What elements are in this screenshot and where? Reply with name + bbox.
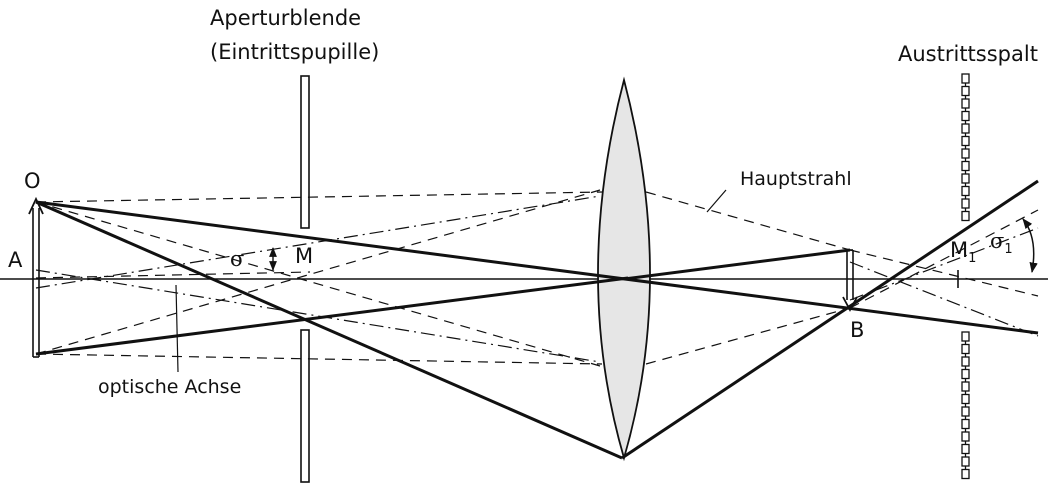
exit-slit-segment — [961, 210, 970, 222]
point-m1-letter: M — [950, 238, 969, 262]
dashed-ray-lens-bottom-to-b — [645, 307, 851, 365]
exit-slit-segment — [961, 456, 970, 467]
exit-slit-segment — [961, 368, 970, 380]
exit-slit-segment — [961, 73, 970, 84]
exit-slit-segment — [961, 443, 970, 455]
exit-slit-segment — [961, 135, 970, 147]
optical-axis-label: optische Achse — [98, 376, 242, 398]
point-m1-subscript: 1 — [968, 251, 977, 267]
chief-ray-leader — [706, 189, 727, 213]
exit-slit-segment — [961, 185, 970, 197]
exit-slit-segment — [961, 331, 970, 342]
sigma1-label: σ1 — [990, 229, 1013, 258]
aperture-stop-upper — [300, 75, 310, 229]
dashdot-ray-m1-lower — [849, 261, 1039, 337]
exit-slit-segment — [961, 431, 970, 442]
ray-o-through-aperture-bottom — [35, 200, 623, 460]
exit-slit-upper — [961, 73, 970, 222]
sigma1-angle-arc — [1022, 218, 1038, 274]
dashed-ray-o-to-lens-low — [35, 201, 601, 367]
chief-ray-label: Hauptstrahl — [740, 168, 852, 190]
exit-slit-segment — [961, 468, 970, 480]
exit-slit-segment — [961, 356, 970, 367]
ray-o-through-aperture-top — [35, 200, 1039, 335]
exit-slit-segment — [961, 110, 970, 122]
exit-slit-segment — [961, 148, 970, 159]
optical-axis-leader — [175, 284, 179, 373]
dashed-chief-ray-left — [35, 271, 311, 279]
point-b-label: B — [850, 318, 865, 342]
exit-slit-segment — [961, 406, 970, 417]
dashed-ray-bottom-to-lens-bottom — [35, 353, 603, 365]
exit-slit-segment — [961, 160, 970, 172]
point-m1-label: M1 — [950, 238, 977, 267]
point-m-label: M — [295, 244, 314, 268]
exit-slit-segment — [961, 418, 970, 430]
sigma-label: σ — [230, 247, 245, 271]
dashed-ray-b-lower-exit — [849, 249, 1039, 297]
aperture-title-line1: Aperturblende — [210, 6, 362, 30]
sigma1-letter: σ — [990, 229, 1005, 253]
dashed-ray-lens-top-to-image — [645, 191, 851, 251]
exit-slit-segment — [961, 98, 970, 109]
exit-slit-segment — [961, 343, 970, 355]
point-a-label: A — [8, 248, 23, 272]
ray-lens-to-image-top — [623, 248, 851, 281]
point-o-label: O — [24, 169, 41, 193]
aperture-stop-lower — [300, 329, 310, 483]
exit-slit-lower — [961, 331, 970, 480]
sigma1-subscript: 1 — [1004, 242, 1013, 258]
dashed-ray-bottom-to-lens-high — [35, 189, 601, 355]
dashed-ray-o-to-lens-top — [35, 191, 603, 203]
dashdot-ray-m1-upper — [849, 227, 1039, 301]
ray-a-bottom-to-lens — [35, 276, 629, 356]
object-arrowhead — [28, 196, 44, 215]
exit-slit-segment — [961, 173, 970, 184]
exit-slit-segment — [961, 393, 970, 405]
aperture-title-line2: (Eintrittspupille) — [210, 40, 380, 64]
dashdot-ray-m-lower — [35, 269, 601, 363]
dashdot-ray-m-upper — [35, 195, 601, 289]
converging-lens — [597, 76, 651, 462]
exit-slit-segment — [961, 123, 970, 134]
exit-slit-segment — [961, 85, 970, 97]
exit-slit-segment — [961, 198, 970, 209]
ray-lens-bottom-to-slit — [621, 179, 1039, 460]
exit-slit-title: Austrittsspalt — [898, 42, 1038, 66]
dashed-ray-b-upper-exit — [849, 209, 1039, 309]
exit-slit-segment — [961, 381, 970, 392]
